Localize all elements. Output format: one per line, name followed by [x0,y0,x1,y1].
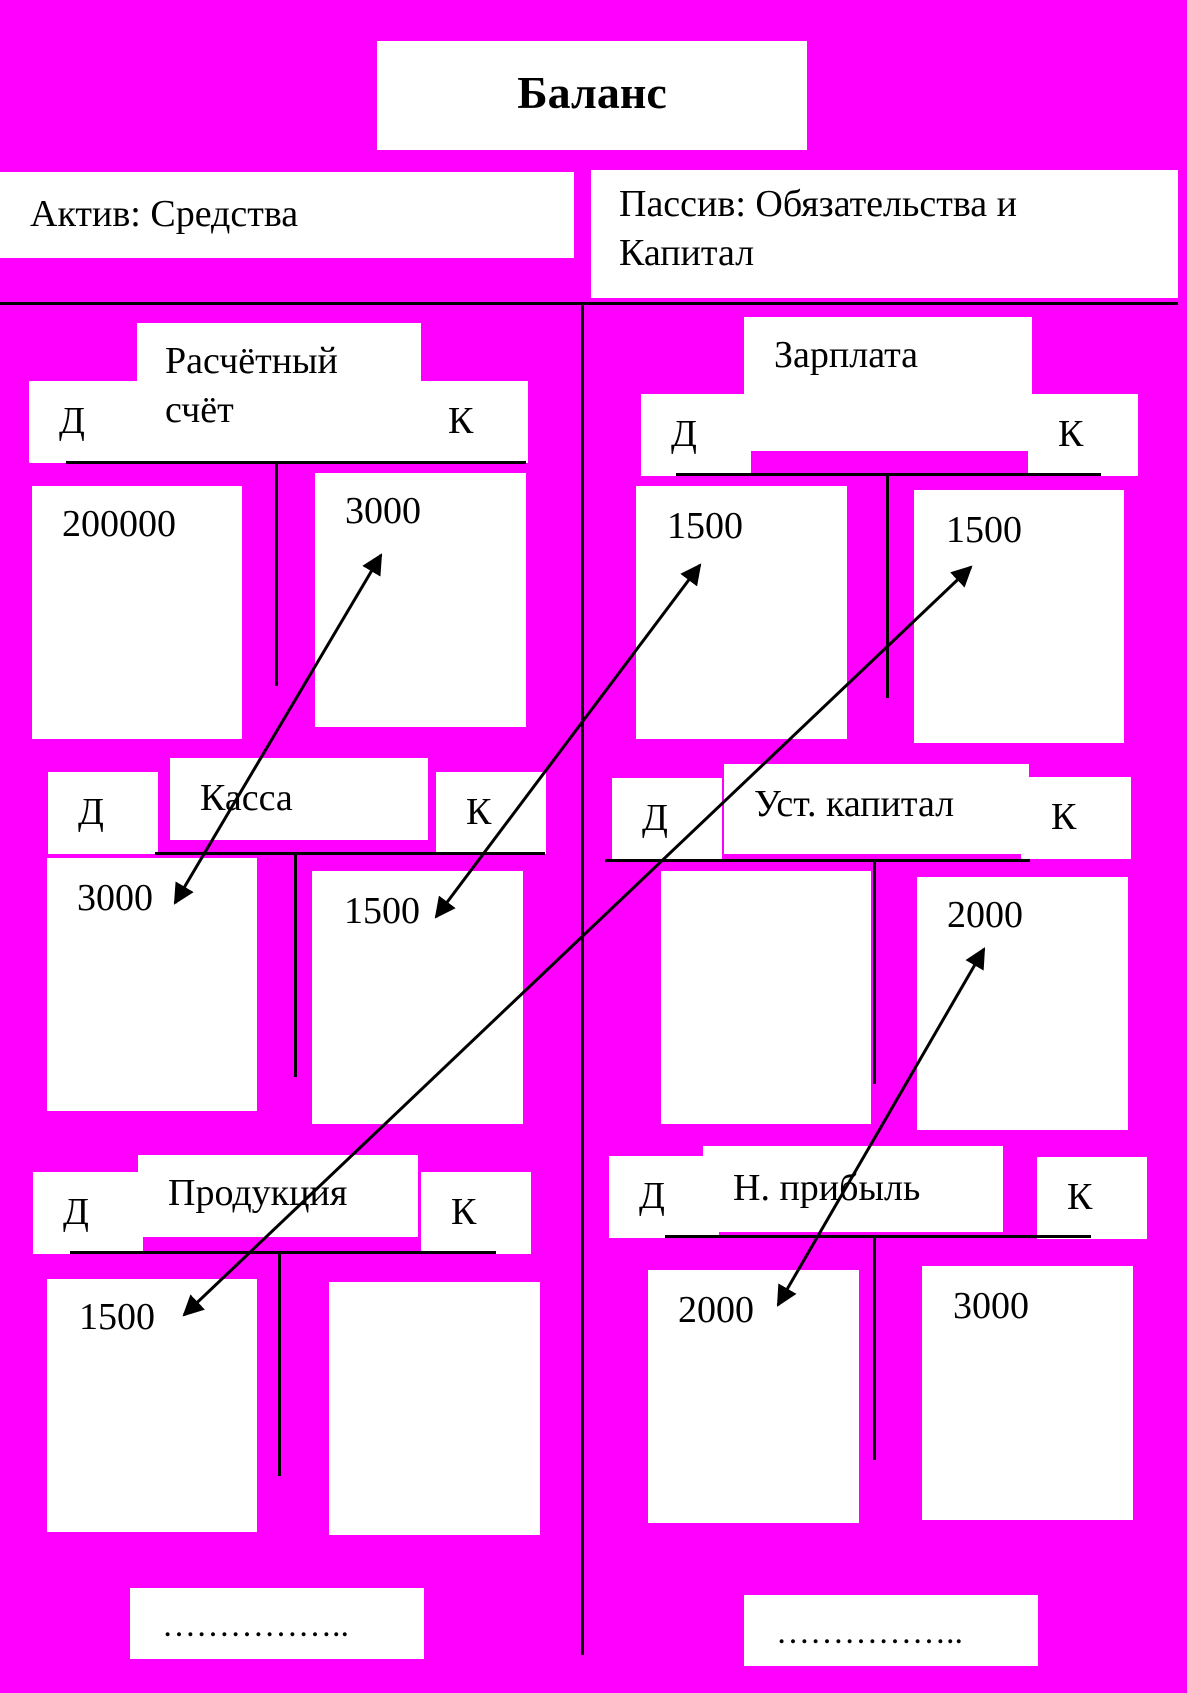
credit-entry-box: 1500 [914,490,1124,743]
credit-label: К [466,791,492,833]
credit-label: К [1067,1176,1093,1218]
debit-value: 2000 [678,1289,754,1331]
account-name: Расчётный счёт [165,340,348,432]
debit-label: Д [59,400,85,442]
credit-value: 2000 [947,894,1023,936]
liabilities-total-box: …………….. [744,1595,1038,1666]
t-account-horizontal [66,461,526,464]
balance-title: Баланс [517,67,667,118]
debit-label-box: Д [612,778,722,860]
debit-label-box: Д [33,1172,143,1254]
debit-label-box: Д [48,772,158,854]
liabilities-header-box: Пассив: Обязательства и Капитал [591,170,1178,298]
assets-total: …………….. [162,1607,349,1644]
account-name: Уст. капитал [754,783,955,825]
account-name: Н. прибыль [733,1167,921,1209]
credit-value: 3000 [953,1285,1029,1327]
balance-vertical-divider [581,302,584,1655]
t-account-horizontal [665,1235,1091,1238]
credit-value: 3000 [345,490,421,532]
debit-label: Д [63,1191,89,1233]
t-account-horizontal [155,852,545,855]
assets-header-box: Актив: Средства [0,172,574,258]
credit-label: К [448,400,474,442]
credit-entry-box: 2000 [917,877,1128,1130]
credit-label-box: К [1037,1157,1147,1239]
liabilities-label: Пассив: Обязательства и Капитал [619,183,1027,275]
credit-entry-box: 3000 [922,1266,1133,1520]
credit-label-box: К [418,381,528,463]
debit-entry-box: 3000 [47,858,257,1111]
debit-entry-box: 200000 [32,486,242,739]
t-account-vertical [275,461,278,686]
debit-label: Д [642,797,668,839]
t-account-vertical [294,852,297,1077]
assets-total-box: …………….. [130,1588,424,1659]
t-account-horizontal [70,1251,496,1254]
account-name: Касса [200,777,293,819]
debit-value: 1500 [667,505,743,547]
debit-label-box: Д [641,394,751,476]
debit-value: 3000 [77,877,153,919]
t-account-vertical [886,473,889,698]
liabilities-total: …………….. [776,1614,963,1651]
credit-label: К [1058,413,1084,455]
debit-label: Д [78,791,104,833]
account-name-box: Н. прибыль [703,1146,1003,1232]
debit-label-box: Д [29,381,139,463]
t-account-horizontal [605,859,1030,862]
credit-label-box: К [421,1172,531,1254]
t-account-vertical [873,1235,876,1460]
account-name-box: Касса [170,758,428,840]
debit-label: Д [671,413,697,455]
credit-label: К [451,1191,477,1233]
debit-entry-box: 1500 [636,486,847,739]
assets-label: Актив: Средства [30,193,299,235]
account-name: Зарплата [774,334,919,376]
t-account-vertical [278,1251,281,1476]
account-name-box: Продукция [138,1155,418,1237]
credit-label: К [1051,796,1077,838]
debit-entry-box: 1500 [47,1279,257,1532]
debit-entry-box [661,871,871,1124]
debit-label: Д [639,1175,665,1217]
account-name-box: Уст. капитал [724,764,1029,854]
credit-entry-box: 3000 [315,473,526,727]
balance-title-box: Баланс [377,41,807,150]
debit-value: 200000 [62,503,176,545]
credit-value: 1500 [946,509,1022,551]
credit-label-box: К [436,772,546,854]
debit-value: 1500 [79,1296,155,1338]
account-name: Продукция [168,1172,348,1214]
t-account-vertical [873,859,876,1084]
credit-entry-box [329,1282,540,1535]
credit-value: 1500 [344,890,420,932]
account-name-box: Расчётный счёт [137,323,421,463]
credit-entry-box: 1500 [312,871,523,1124]
debit-entry-box: 2000 [648,1270,859,1523]
account-name-box: Зарплата [744,317,1032,451]
credit-label-box: К [1021,777,1131,859]
balance-horizontal-line [0,302,1178,305]
credit-label-box: К [1028,394,1138,476]
